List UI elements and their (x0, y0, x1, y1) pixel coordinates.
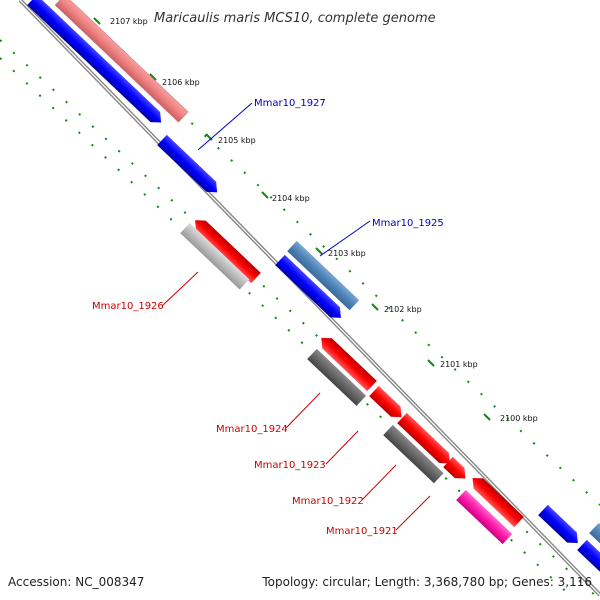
gene-mmar10-1925[interactable] (287, 240, 360, 311)
tick-label-2107: 2107 kbp (110, 17, 148, 26)
gene-salmon[interactable] (54, 0, 189, 123)
gene-mmar10-1926-red[interactable] (190, 215, 261, 284)
gene-mmar10-1922[interactable] (383, 424, 444, 484)
gene-steel-edge[interactable] (589, 522, 600, 554)
tick-marks (93, 17, 491, 421)
topology-text: Topology: circular; Length: 3,368,780 bp… (261, 575, 592, 589)
gene-label-mmar10-1926[interactable]: Mmar10_1926 (92, 301, 164, 312)
tick-label-2100: 2100 kbp (500, 414, 538, 423)
label-leaders (161, 102, 431, 531)
gene-label-mmar10-1924[interactable]: Mmar10_1924 (216, 424, 288, 435)
gene-mmar10-1923-red-a[interactable] (369, 385, 406, 422)
map-title: Maricaulis maris MCS10, complete genome (154, 11, 436, 26)
gene-blue-edge-2[interactable] (577, 539, 600, 583)
gene-label-mmar10-1921[interactable]: Mmar10_1921 (326, 526, 398, 537)
gene-mmar10-1924-red[interactable] (316, 333, 377, 392)
forward-genes (27, 0, 600, 583)
gene-blue-segment[interactable] (157, 134, 222, 197)
gene-blue-short[interactable] (275, 254, 346, 323)
gene-mmar10-1926[interactable] (180, 222, 250, 290)
tick-label-2103: 2103 kbp (328, 249, 366, 258)
tick-label-2102: 2102 kbp (384, 305, 422, 314)
gene-mmar10-1921[interactable] (456, 489, 513, 545)
gene-blue-edge[interactable] (538, 504, 582, 548)
gene-label-mmar10-1927[interactable]: Mmar10_1927 (254, 98, 326, 109)
gene-mmar10-1921-red[interactable] (468, 473, 524, 528)
reverse-genes (180, 215, 524, 545)
gene-mmar10-1924[interactable] (307, 348, 367, 406)
tick-label-2101: 2101 kbp (440, 360, 478, 369)
tick-label-2104: 2104 kbp (272, 194, 310, 203)
gene-mmar10-1923-red-b[interactable] (397, 412, 455, 469)
tick-label-2105: 2105 kbp (218, 136, 256, 145)
gene-label-mmar10-1922[interactable]: Mmar10_1922 (292, 496, 364, 507)
gene-red-small[interactable] (443, 456, 470, 484)
tick-label-2106: 2106 kbp (162, 78, 200, 87)
accession-text: Accession: NC_008347 (8, 575, 144, 589)
gene-mmar10-1927-arrow[interactable] (27, 0, 166, 128)
gene-label-mmar10-1923[interactable]: Mmar10_1923 (254, 460, 326, 471)
gene-label-mmar10-1925[interactable]: Mmar10_1925 (372, 218, 444, 229)
